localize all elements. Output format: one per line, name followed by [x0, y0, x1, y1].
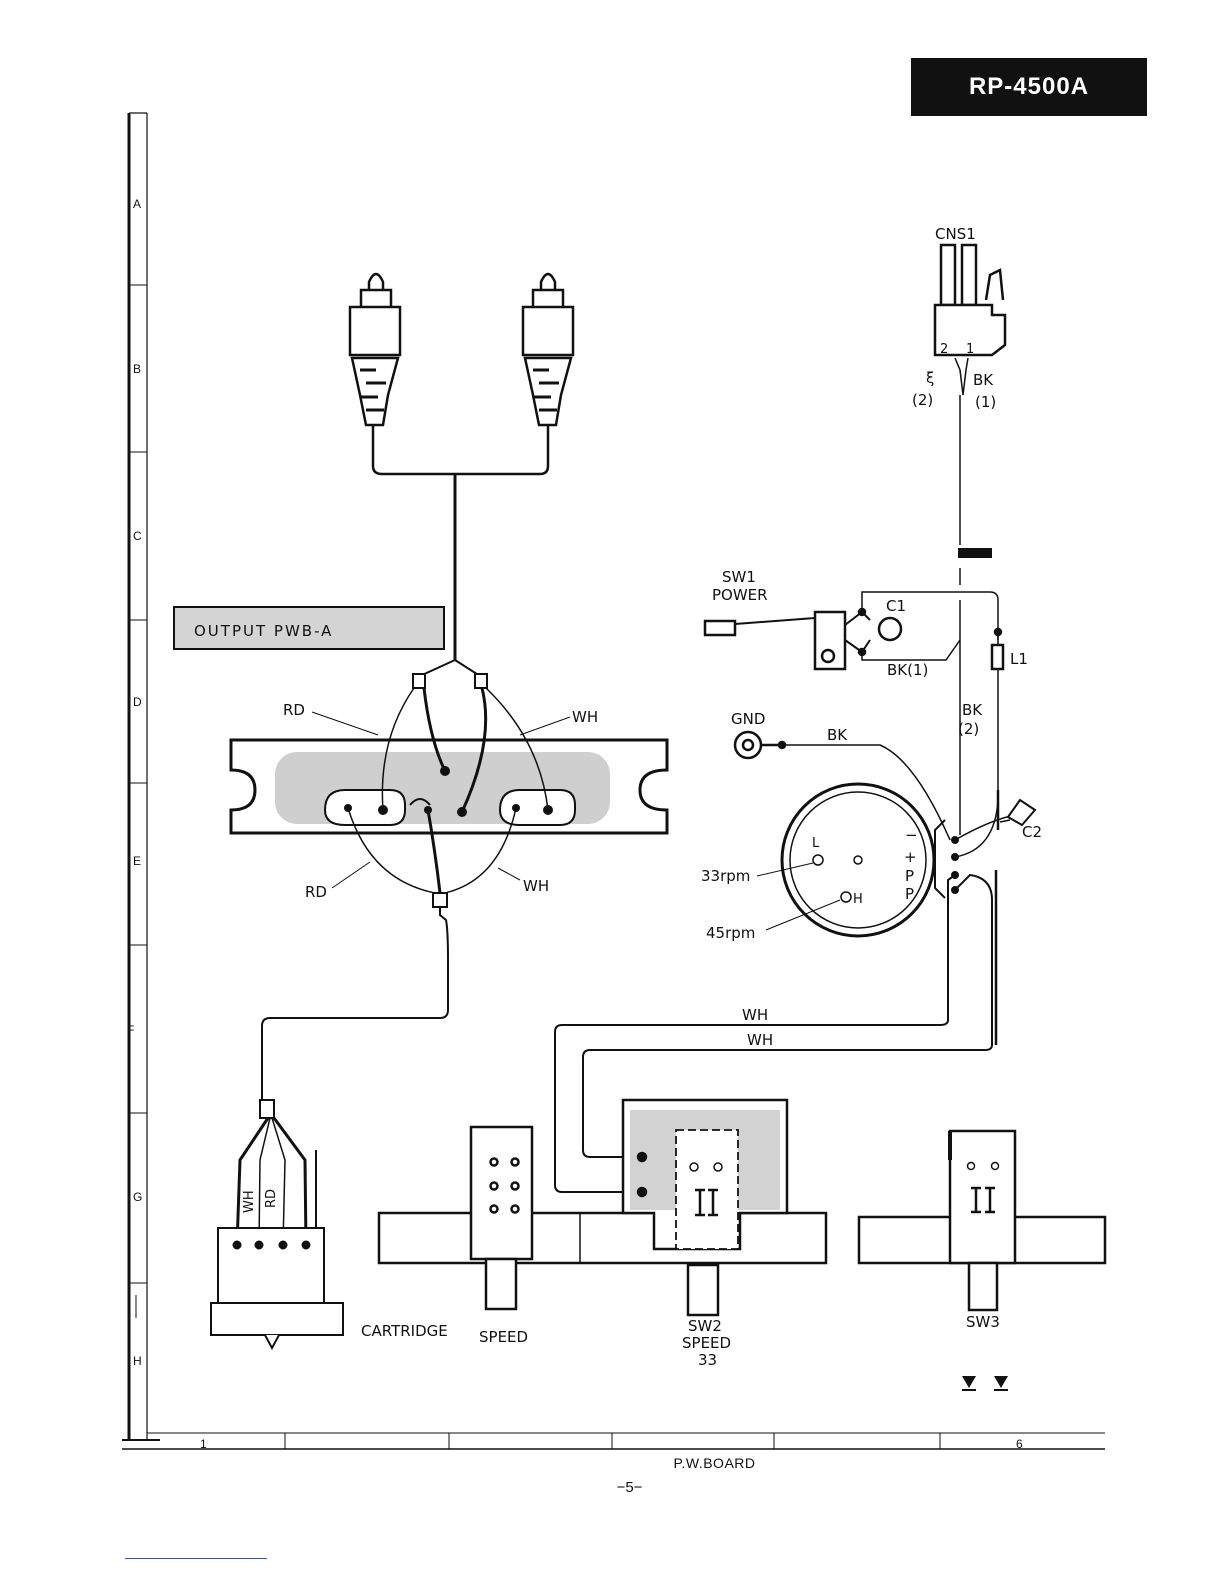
motor-speed-45: 45rpm [706, 924, 755, 942]
wire-label-rd-bottom: RD [305, 883, 327, 901]
cns1-wire-mark: ξ [926, 369, 934, 387]
motor-terminal-minus: − [905, 826, 918, 844]
output-pwb-label: OUTPUT PWB-A [194, 622, 333, 640]
cns1-label: CNS1 [935, 225, 976, 243]
sw1-power-switch [705, 592, 1003, 790]
cns1-pin-2: 2 [940, 342, 948, 357]
wire-label-rd-top: RD [283, 701, 305, 719]
grid-col-1: 1 [200, 1437, 207, 1451]
cart-wire-rd: RD [264, 1189, 279, 1208]
sw2-function: SPEED [682, 1334, 731, 1352]
arrow-markers [962, 1376, 1008, 1390]
grid-row-g: G [133, 1190, 142, 1204]
cartridge-label: CARTRIDGE [361, 1322, 448, 1340]
sw3-label: SW3 [966, 1313, 1000, 1331]
cns1-wire-right-num: (1) [975, 393, 996, 411]
grid-row-e: E [133, 854, 141, 868]
rca-plug-right [523, 274, 573, 425]
sw2-switch [623, 1100, 787, 1315]
grid-row-c: C [133, 529, 142, 543]
grid-row-d: D [133, 695, 142, 709]
speed-label: SPEED [479, 1328, 528, 1346]
output-pwb-label-box: OUTPUT PWB-A [174, 607, 444, 649]
footer-rule [125, 1558, 267, 1559]
power-wire-bk: BK [962, 701, 983, 719]
sw1-wire-bk1: BK(1) [887, 661, 928, 679]
cns1-pin-1: 1 [966, 342, 974, 357]
l1-label: L1 [1010, 650, 1028, 668]
cns1-connector [935, 245, 1005, 640]
motor-speed-33: 33rpm [701, 867, 750, 885]
output-pwb [231, 740, 667, 833]
grid-row-h: H [133, 1354, 142, 1368]
sw2-setting: 33 [698, 1351, 717, 1369]
grid-row-f: F [127, 1023, 134, 1037]
wire-label-wh-run-2: WH [747, 1031, 773, 1049]
sw3-switch [859, 1131, 1105, 1310]
sw2-label: SW2 [688, 1317, 722, 1335]
motor-pin-h: H [853, 892, 863, 907]
grid-row-b: B [133, 362, 141, 376]
motor-terminal-p2: P [905, 885, 914, 903]
wire-label-wh-run-1: WH [742, 1006, 768, 1024]
gnd-label: GND [731, 710, 765, 728]
sw1-label: SW1 [722, 568, 756, 586]
c1-label: C1 [886, 597, 906, 615]
grid-row-a: A [133, 197, 141, 211]
sw1-function: POWER [712, 586, 768, 604]
motor-pin-l: L [812, 836, 820, 851]
rca-plug-left [350, 274, 400, 425]
page-number: −5− [0, 1479, 1224, 1496]
power-wire-bk-num: (2) [958, 720, 979, 738]
wire-label-wh-bottom: WH [523, 877, 549, 895]
cns1-wire-left: (2) [912, 391, 933, 409]
wire-label-wh-top: WH [572, 708, 598, 726]
gnd-wire-bk: BK [827, 726, 848, 744]
c2-label: C2 [1022, 823, 1042, 841]
motor-terminal-plus: + [904, 848, 917, 866]
motor-terminal-p1: P [905, 867, 914, 885]
cart-wire-wh: WH [242, 1190, 257, 1213]
cartridge [211, 1100, 343, 1348]
cns1-wire-right: BK [973, 371, 994, 389]
grid-col-6: 6 [1016, 1437, 1023, 1451]
board-caption: P.W.BOARD [0, 1455, 1224, 1471]
